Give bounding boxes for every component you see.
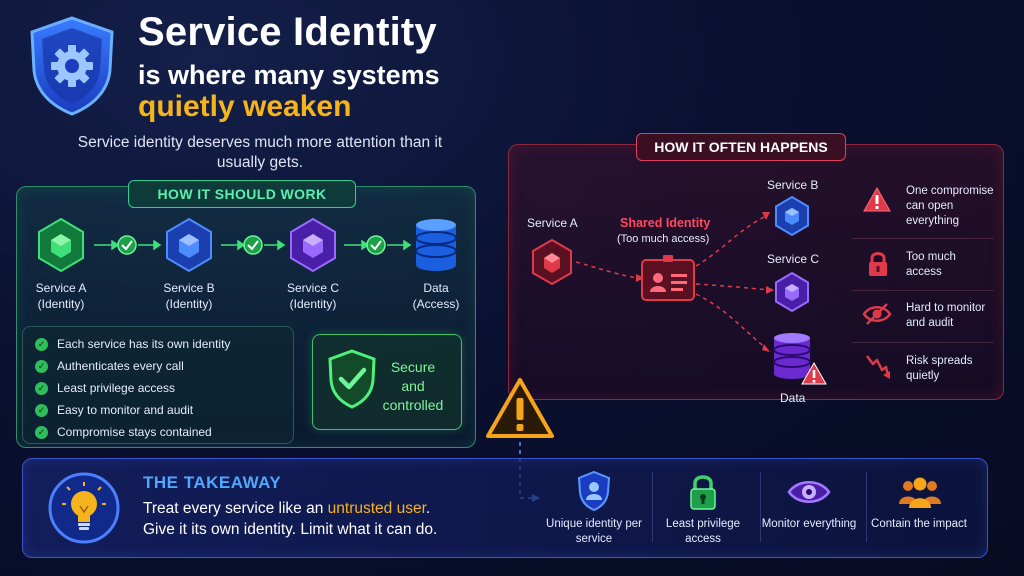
risk-divider [852, 290, 994, 291]
list-item: ✓Each service has its own identity [35, 337, 230, 351]
feature-divider [652, 472, 653, 542]
check-icon: ✓ [35, 359, 48, 373]
takeaway-line1: Treat every service like an untrusted us… [143, 500, 431, 517]
risk-item-text: Too much access [906, 251, 956, 278]
should-work-flow [38, 217, 457, 273]
node-label-service-c: Service C(Identity) [286, 281, 339, 311]
feature-divider [760, 472, 761, 542]
node-label-service-a: Service A(Identity) [35, 281, 87, 311]
feature-label: Unique identity per service [546, 518, 642, 545]
check-icon: ✓ [35, 425, 48, 439]
red-service-c-label: Service C [767, 252, 820, 266]
lock-icon [869, 252, 887, 276]
data-database-icon [415, 219, 457, 271]
takeaway-panel [22, 458, 988, 558]
flow-check-icons [117, 235, 386, 255]
takeaway-title: THE TAKEAWAY [143, 473, 282, 492]
warning-triangle-icon [863, 186, 891, 212]
page-title-highlight: quietly weaken [138, 90, 352, 123]
service-c-hex-icon [775, 271, 809, 313]
padlock-icon [690, 475, 716, 510]
risk-divider [852, 342, 994, 343]
feature-divider [866, 472, 867, 542]
shared-identity-badge-icon [641, 255, 695, 301]
takeaway-line2: Give it its own identity. Limit what it … [143, 521, 438, 538]
check-icon: ✓ [35, 381, 48, 395]
alert-warning-icon [486, 378, 554, 502]
data-database-icon [773, 333, 811, 379]
page-title-line2: is where many systems [138, 60, 440, 90]
group-icon [899, 477, 941, 508]
node-label-data: Data(Access) [412, 281, 460, 311]
service-b-hex-icon [166, 217, 212, 273]
service-a-hex-icon [38, 217, 84, 273]
red-service-a-label: Service A [527, 216, 578, 230]
often-happens-label: HOW IT OFTEN HAPPENS [636, 133, 846, 161]
node-label-service-b: Service B(Identity) [163, 281, 215, 311]
check-icon: ✓ [35, 403, 48, 417]
data-warning-icon [801, 361, 827, 385]
often-happens-panel [508, 144, 1004, 400]
feature-label: Least privilege access [665, 518, 741, 545]
service-c-hex-icon [290, 217, 336, 273]
best-practice-checklist: ✓Each service has its own identity ✓Auth… [22, 326, 294, 444]
red-service-b-label: Service B [767, 178, 819, 192]
often-happens-flow [532, 195, 827, 385]
feature-label: Monitor everything [761, 518, 857, 530]
secure-label: Secure and controlled [382, 359, 444, 413]
service-b-hex-icon [775, 195, 809, 237]
user-shield-icon [577, 470, 611, 512]
red-data-label: Data [780, 391, 806, 405]
page-subtitle: Service identity deserves much more atte… [77, 134, 443, 171]
page-title: Service Identity [138, 10, 437, 54]
risk-item-text: Risk spreads quietly [906, 355, 973, 382]
shared-identity-sub: (Too much access) [617, 233, 710, 245]
list-item: ✓Least privilege access [35, 381, 175, 395]
trend-down-icon [866, 355, 890, 379]
service-a-red-hex-icon [532, 238, 572, 286]
check-icon: ✓ [35, 337, 48, 351]
risk-item-text: One compromise can open everything [906, 185, 994, 227]
gear-shield-logo-icon [30, 16, 114, 116]
risk-item-text: Hard to monitor and audit [906, 302, 986, 329]
list-item: ✓Easy to monitor and audit [35, 403, 193, 417]
eye-icon [787, 481, 831, 503]
lightbulb-icon [48, 472, 120, 544]
feature-label: Contain the impact [871, 518, 967, 530]
list-item: ✓Compromise stays contained [35, 425, 212, 439]
risk-divider [852, 238, 994, 239]
list-item: ✓Authenticates every call [35, 359, 184, 373]
eye-slash-icon [862, 303, 892, 325]
shared-identity-label: Shared Identity [620, 216, 711, 230]
should-work-label: HOW IT SHOULD WORK [128, 180, 356, 208]
check-shield-icon [328, 349, 376, 409]
